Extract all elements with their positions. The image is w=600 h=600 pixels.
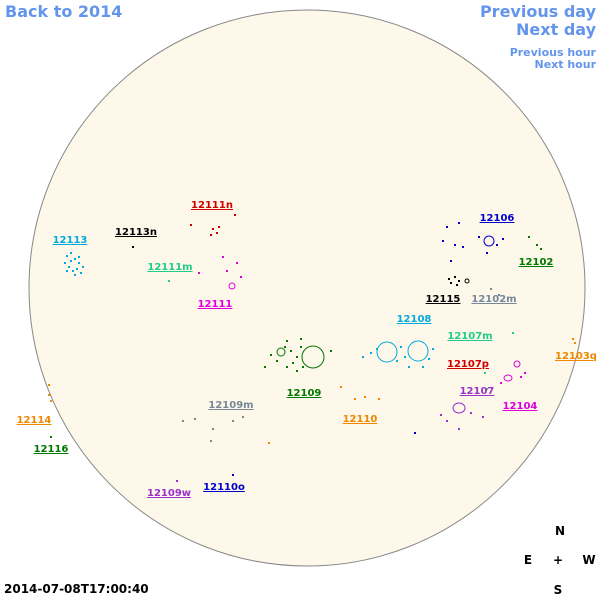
next-hour-link[interactable]: Next hour <box>534 58 597 71</box>
region-label-12114[interactable]: 12114 <box>17 415 52 426</box>
region-label-12115[interactable]: 12115 <box>426 294 461 305</box>
region-label-12110[interactable]: 12110 <box>343 414 378 425</box>
region-label-12110o[interactable]: 12110o <box>203 482 245 493</box>
region-label-12111[interactable]: 12111 <box>198 299 233 310</box>
region-label-12107p[interactable]: 12107p <box>447 359 489 370</box>
region-label-12111n[interactable]: 12111n <box>191 200 233 211</box>
compass-west: W <box>582 553 595 567</box>
next-day-link[interactable]: Next day <box>516 20 596 39</box>
sunspot-12109-small <box>276 347 286 357</box>
dots-12115 <box>132 246 460 286</box>
dots-12110-12114-12103q <box>48 338 576 444</box>
region-label-12107[interactable]: 12107 <box>460 386 495 397</box>
region-label-12113n[interactable]: 12113n <box>115 227 157 238</box>
back-to-year-link[interactable]: Back to 2014 <box>5 2 123 21</box>
sunspot-12106 <box>483 235 495 247</box>
observation-timestamp: 2014-07-08T17:00:40 <box>4 582 149 596</box>
region-label-12109m[interactable]: 12109m <box>208 400 253 411</box>
active-region-labels: 12111n 12113n 12113 12111m 12111 12106 12102 12… <box>17 200 597 499</box>
region-label-12103q[interactable]: 12103q <box>555 351 597 362</box>
sunspot-12107 <box>452 402 466 414</box>
sunspot-12115 <box>464 278 470 284</box>
region-label-12109[interactable]: 12109 <box>287 388 322 399</box>
region-label-12102[interactable]: 12102 <box>519 257 554 268</box>
compass: N E + W S <box>524 524 596 597</box>
region-label-12108[interactable]: 12108 <box>397 314 432 325</box>
compass-east: E <box>524 553 532 567</box>
region-label-12111m[interactable]: 12111m <box>147 262 192 273</box>
dots-12109 <box>264 338 332 372</box>
dots-12106 <box>442 222 504 262</box>
sunspot-12108-a <box>376 341 398 363</box>
previous-hour-link[interactable]: Previous hour <box>509 46 596 59</box>
region-label-12113[interactable]: 12113 <box>53 235 88 246</box>
region-label-12106[interactable]: 12106 <box>480 213 515 224</box>
region-label-12107m[interactable]: 12107m <box>447 331 492 342</box>
region-label-12109w[interactable]: 12109w <box>147 488 191 499</box>
compass-south: S <box>554 583 563 597</box>
region-label-12104[interactable]: 12104 <box>503 401 538 412</box>
sunspot-12104-a <box>503 374 513 382</box>
sunspot-markers <box>48 214 576 482</box>
previous-day-link[interactable]: Previous day <box>479 2 596 21</box>
compass-center: + <box>553 553 563 567</box>
dots-12111 <box>198 256 526 384</box>
dots-12113 <box>64 252 84 276</box>
sunspot-12111 <box>228 282 236 290</box>
dots-12108 <box>362 346 434 368</box>
region-label-12102m[interactable]: 12102m <box>471 294 516 305</box>
sunspot-12104-b <box>513 360 521 368</box>
compass-north: N <box>555 524 565 538</box>
dots-12111n <box>190 214 236 236</box>
region-label-12116[interactable]: 12116 <box>34 444 69 455</box>
sunspot-12108-b <box>407 340 429 362</box>
dots-12110o <box>232 432 416 476</box>
dots-12107m-12111m <box>168 280 514 390</box>
sunspot-12109-large <box>301 345 325 369</box>
dots-12102 <box>50 236 542 438</box>
dots-12102m-12109m <box>182 288 500 442</box>
sun-disk <box>28 9 586 567</box>
dots-12107-12109w <box>176 412 484 482</box>
